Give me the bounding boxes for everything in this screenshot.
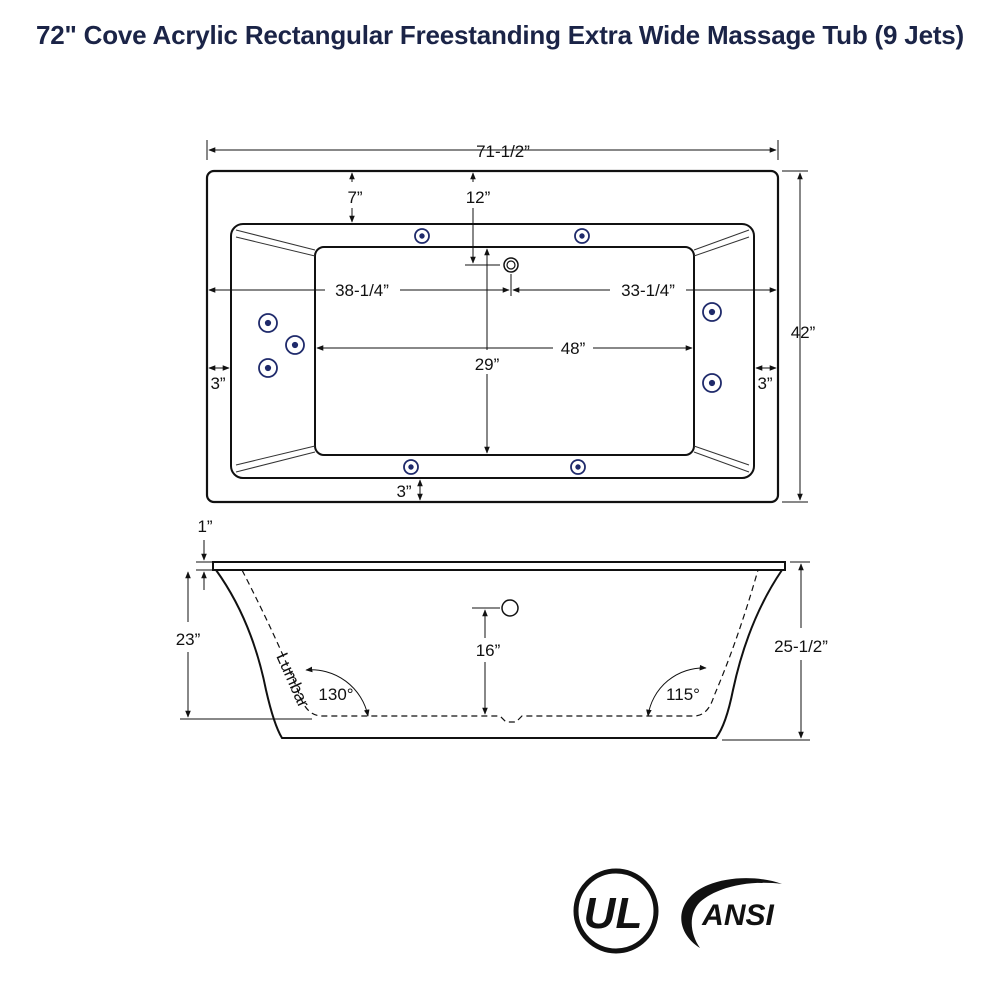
dim-drain-to-left: 38-1/4” (335, 281, 389, 300)
ul-logo: UL (573, 868, 659, 954)
jet-icon (403, 459, 419, 475)
dim-overall-height: 25-1/2” (774, 637, 828, 656)
dim-bottom-rim: 3” (396, 482, 411, 501)
dim-interior-depth: 23” (176, 630, 201, 649)
top-view-labels: 71-1/2” 42” 7” 12” 38-1/4” 33-1/4” 48” 2… (210, 142, 815, 501)
dim-overall-length: 71-1/2” (476, 142, 530, 161)
side-view (212, 561, 786, 739)
jet-icon (258, 313, 278, 333)
outer-rim (205, 169, 780, 504)
interior-profile (241, 569, 759, 723)
side-body (215, 569, 783, 739)
slope-lines (235, 229, 750, 473)
page-title: 72" Cove Acrylic Rectangular Freestandin… (35, 20, 964, 50)
angle-right-label: 115° (666, 685, 700, 704)
jet-icon (574, 228, 590, 244)
jet-icon (570, 459, 586, 475)
dim-deck-top: 7” (347, 188, 362, 207)
jet-icon (702, 302, 722, 322)
dim-right-rim: 3” (757, 374, 772, 393)
dim-left-rim: 3” (210, 374, 225, 393)
angle-arc-left (305, 666, 370, 717)
side-view-dimensions (180, 540, 810, 741)
dim-drain-height: 16” (476, 641, 501, 660)
jets (258, 228, 722, 475)
dim-drain-offset: 12” (466, 188, 491, 207)
jet-icon (414, 228, 430, 244)
jet-icon (285, 335, 305, 355)
dim-drain-to-right: 33-1/4” (621, 281, 675, 300)
dim-bottom-width: 29” (475, 355, 500, 374)
overflow-drain (501, 599, 519, 617)
lumbar-label: Lumbar (272, 650, 313, 711)
dim-rim-thickness: 1” (197, 517, 212, 536)
side-view-labels: 1” 23” 16” 25-1/2” Lumbar 130° 115° (176, 517, 829, 711)
angle-arc-right (646, 664, 707, 717)
jet-icon (702, 373, 722, 393)
top-view (205, 169, 780, 504)
jet-icon (258, 358, 278, 378)
drain (503, 257, 519, 273)
dim-overall-width: 42” (791, 323, 816, 342)
svg-text:UL: UL (584, 889, 643, 938)
dim-bottom-length: 48” (561, 339, 586, 358)
inner-basin (230, 223, 755, 479)
top-view-dimensions (206, 140, 808, 503)
side-rim (212, 561, 786, 571)
tub-bottom (314, 246, 695, 456)
svg-text:ANSI: ANSI (701, 899, 774, 932)
angle-left-label: 130° (318, 685, 353, 704)
ansi-logo: ANSI (681, 878, 782, 948)
